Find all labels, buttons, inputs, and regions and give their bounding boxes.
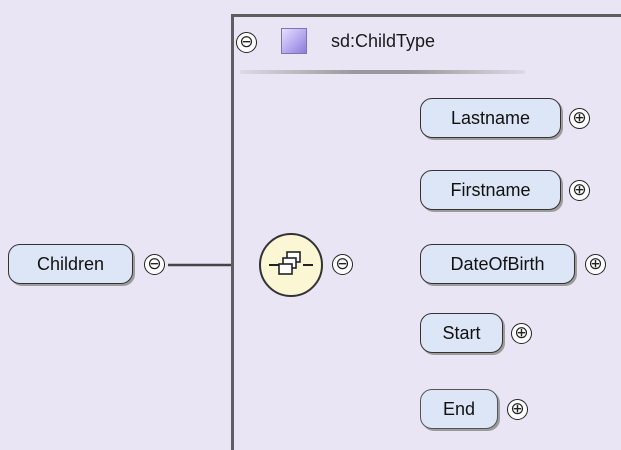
element-lastname[interactable]: Lastname (420, 98, 561, 138)
expand-button-lastname[interactable]: ⊕ (569, 108, 590, 129)
expand-button-start[interactable]: ⊕ (511, 323, 532, 344)
expand-button-dateofbirth[interactable]: ⊕ (585, 254, 606, 275)
type-box-left-border (231, 14, 234, 450)
root-collapse-button[interactable]: ⊖ (144, 254, 165, 275)
element-dateofbirth[interactable]: DateOfBirth (420, 244, 575, 284)
type-name: sd:ChildType (331, 31, 436, 51)
complex-type-box (231, 14, 621, 450)
type-collapse-button[interactable]: ⊖ (236, 32, 257, 53)
expand-button-firstname[interactable]: ⊕ (569, 180, 590, 201)
root-element-children[interactable]: Children (8, 244, 133, 284)
sequence-compositor[interactable] (259, 233, 323, 297)
sequence-collapse-button[interactable]: ⊖ (332, 254, 353, 275)
type-header-divider (240, 70, 525, 74)
expand-button-end[interactable]: ⊕ (507, 399, 528, 420)
complex-type-icon (281, 28, 307, 54)
element-start[interactable]: Start (420, 313, 503, 353)
element-end[interactable]: End (420, 389, 498, 429)
sequence-icon (269, 251, 313, 275)
element-firstname[interactable]: Firstname (420, 170, 561, 210)
type-box-top-border (231, 14, 621, 17)
